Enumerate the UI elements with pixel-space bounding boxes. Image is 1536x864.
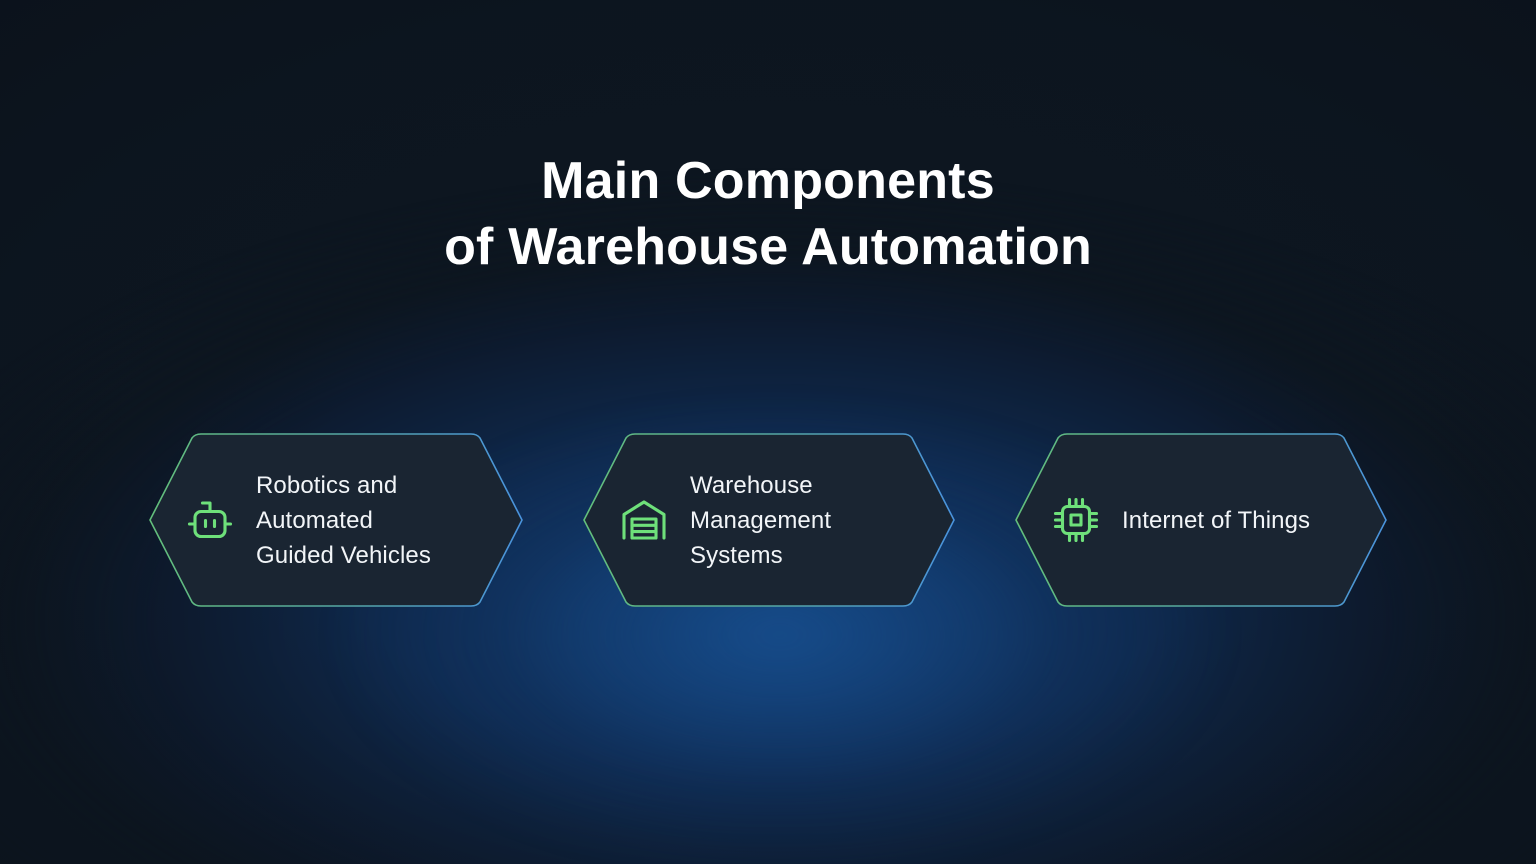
component-card-robotics[interactable]: Robotics and Automated Guided Vehicles	[148, 432, 524, 608]
hexagon-shape	[1014, 432, 1388, 608]
component-card-label: Robotics and Automated Guided Vehicles	[256, 471, 431, 569]
component-card-label: Warehouse Management Systems	[690, 471, 832, 569]
component-card-wms[interactable]: Warehouse Management Systems	[582, 432, 956, 608]
slide-title-line-1: Main Components	[541, 152, 995, 210]
hexagon-shape	[148, 432, 524, 608]
slide-title: Main Components of Warehouse Automation	[0, 148, 1536, 280]
slide-title-line-2: of Warehouse Automation	[444, 218, 1092, 276]
robot-icon	[184, 494, 236, 546]
microchip-icon	[1050, 494, 1102, 546]
component-card-row: Robotics and Automated Guided Vehicles	[0, 432, 1536, 612]
hexagon-shape	[582, 432, 956, 608]
component-card-iot[interactable]: Internet of Things	[1014, 432, 1388, 608]
warehouse-icon	[618, 494, 670, 546]
component-card-label: Internet of Things	[1122, 506, 1311, 534]
